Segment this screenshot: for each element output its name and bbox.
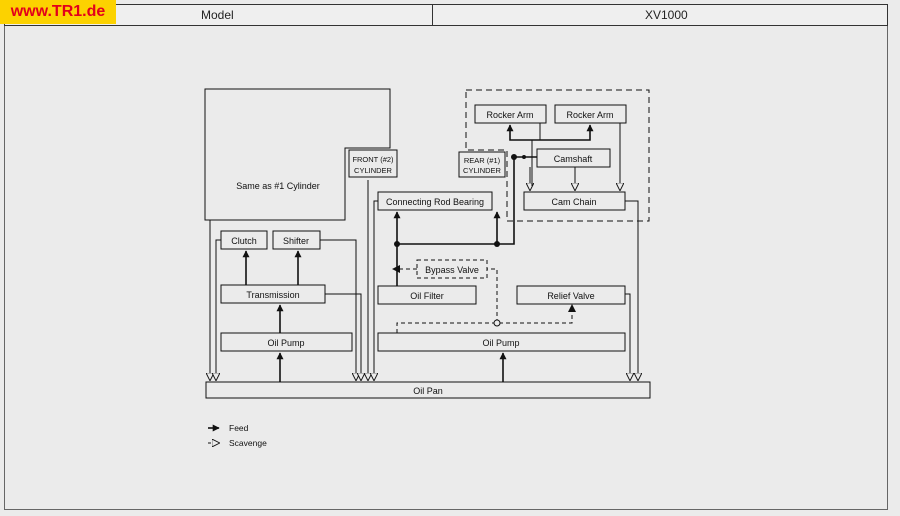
cam-chain-label: Cam Chain [551, 197, 596, 207]
relief-valve-box [516, 285, 626, 305]
oil-pump-right-label: Oil Pump [482, 338, 519, 348]
camshaft-box [536, 148, 611, 168]
model-header: Model XV1000 [4, 4, 888, 26]
oil-filter-box [377, 285, 477, 305]
junction-dots [394, 154, 526, 247]
watermark: www.TR1.de [0, 0, 116, 24]
oil-pan-label: Oil Pan [413, 386, 443, 396]
header-divider [432, 5, 433, 25]
front-cylinder-label-line2: CYLINDER [354, 166, 393, 175]
oil-pump-left-label: Oil Pump [267, 338, 304, 348]
rocker-arm-right-label: Rocker Arm [566, 110, 613, 120]
frame-bottom-border [4, 509, 888, 510]
model-label: Model [201, 8, 234, 22]
oil-pump-right-box [377, 332, 626, 352]
rear-cylinder-label-line1: REAR (#1) [464, 156, 501, 165]
frame-right-border [887, 26, 888, 510]
rear-cylinder-label-box [458, 151, 506, 178]
rear-cylinder-label-line2: CYLINDER [463, 166, 502, 175]
rocker-arm-left-box [474, 104, 547, 124]
oil-filter-label: Oil Filter [410, 291, 444, 301]
bypass-lines [396, 268, 573, 333]
front-cylinder-outline [204, 88, 391, 221]
transmission-label: Transmission [246, 290, 299, 300]
model-value: XV1000 [645, 8, 688, 22]
bypass-arrowheads [392, 265, 576, 312]
oil-pan-box [205, 381, 651, 399]
bypass-valve-label: Bypass Valve [425, 265, 479, 275]
scavenge-lines [210, 123, 638, 380]
rear-cylinder-dashed-outline [465, 89, 650, 222]
clutch-label: Clutch [231, 236, 257, 246]
same-as-label: Same as #1 Cylinder [236, 181, 320, 191]
frame-left-border [4, 26, 5, 510]
rocker-arm-right-box [554, 104, 627, 124]
oil-pump-left-box [220, 332, 353, 352]
front-cylinder-label-box [348, 149, 398, 178]
front-cylinder-label-line1: FRONT (#2) [352, 155, 394, 164]
rocker-arm-left-label: Rocker Arm [486, 110, 533, 120]
legend-scavenge-label: Scavenge [229, 438, 267, 448]
relief-valve-label: Relief Valve [547, 291, 594, 301]
camshaft-label: Camshaft [554, 154, 593, 164]
bypass-junction [493, 319, 501, 327]
connecting-rod-bearing-label: Connecting Rod Bearing [386, 197, 484, 207]
legend [208, 424, 219, 443]
shifter-label: Shifter [283, 236, 309, 246]
legend-feed-label: Feed [229, 423, 249, 433]
